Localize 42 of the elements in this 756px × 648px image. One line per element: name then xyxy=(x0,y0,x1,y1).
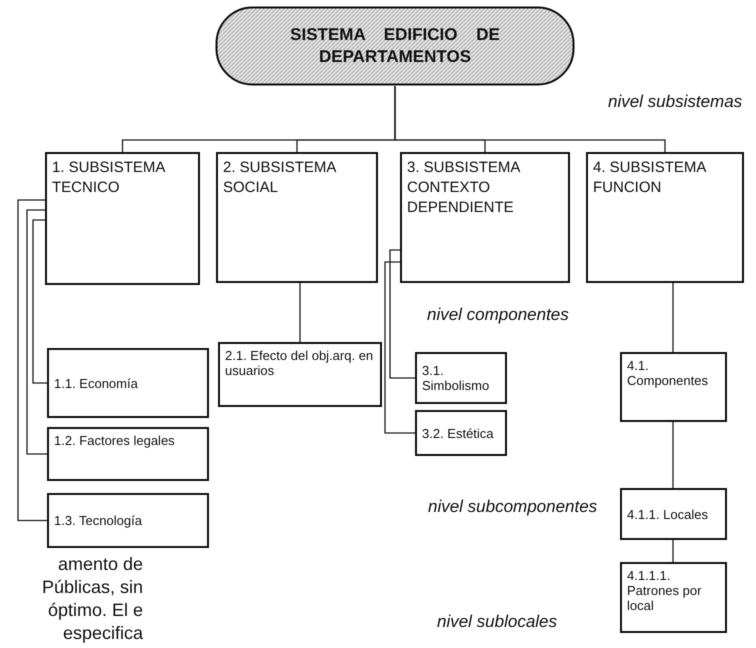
subsystem-box xyxy=(45,152,200,285)
connector-line xyxy=(389,249,415,379)
component-box xyxy=(47,493,209,548)
level-label: nivel subsistemas xyxy=(608,92,744,112)
connector-line xyxy=(394,86,666,152)
connector-line xyxy=(384,261,415,434)
component-box xyxy=(47,427,209,481)
node-text: 2. SUBSISTEMA SOCIAL xyxy=(223,158,338,198)
component-box xyxy=(47,348,209,418)
connector-line xyxy=(672,540,674,562)
connector-line xyxy=(672,283,674,352)
component-box xyxy=(620,562,727,633)
node-text: 4.1. Componentes xyxy=(627,358,709,388)
body-paragraph: amento de Públicas, sin óptimo. El e especifica xyxy=(40,553,143,645)
node-text: 3.1. Simbolismo xyxy=(422,363,490,393)
node-text: 4.1.1.1. Patrones por local xyxy=(627,568,702,613)
connector-line xyxy=(32,219,47,384)
node-text: 1. SUBSISTEMA TECNICO xyxy=(52,158,166,198)
component-box xyxy=(415,410,507,456)
subsystem-box xyxy=(586,152,744,283)
component-box xyxy=(620,488,727,540)
node-text: 3. SUBSISTEMA CONTEXTO DEPENDIENTE xyxy=(407,158,522,218)
node-text: 1.2. Factores legales xyxy=(54,433,176,448)
component-box xyxy=(620,352,727,422)
connector-line xyxy=(17,199,47,522)
connector-line xyxy=(26,209,47,455)
node-text: 4.1.1. Locales xyxy=(627,506,708,522)
node-text: 1.1. Economía xyxy=(54,376,138,390)
component-box xyxy=(415,352,507,404)
node-text: 1.3. Tecnología xyxy=(54,513,142,528)
subsystem-box xyxy=(400,152,570,283)
level-label: nivel subcomponentes xyxy=(428,497,598,517)
node-text: 2.1. Efecto del obj.arq. en usuarios xyxy=(225,348,374,378)
subsystem-box xyxy=(216,152,378,283)
node-text: SISTEMA EDIFICIO DE DEPARTAMENTOS xyxy=(289,24,501,68)
level-label: nivel sublocales xyxy=(437,612,558,632)
connector-line xyxy=(299,283,301,342)
connector-line xyxy=(672,422,674,488)
component-box xyxy=(218,342,382,407)
node-text: 3.2. Estética xyxy=(422,426,494,440)
node-text: 4. SUBSISTEMA FUNCION xyxy=(593,158,708,198)
level-label: nivel componentes xyxy=(427,305,570,325)
